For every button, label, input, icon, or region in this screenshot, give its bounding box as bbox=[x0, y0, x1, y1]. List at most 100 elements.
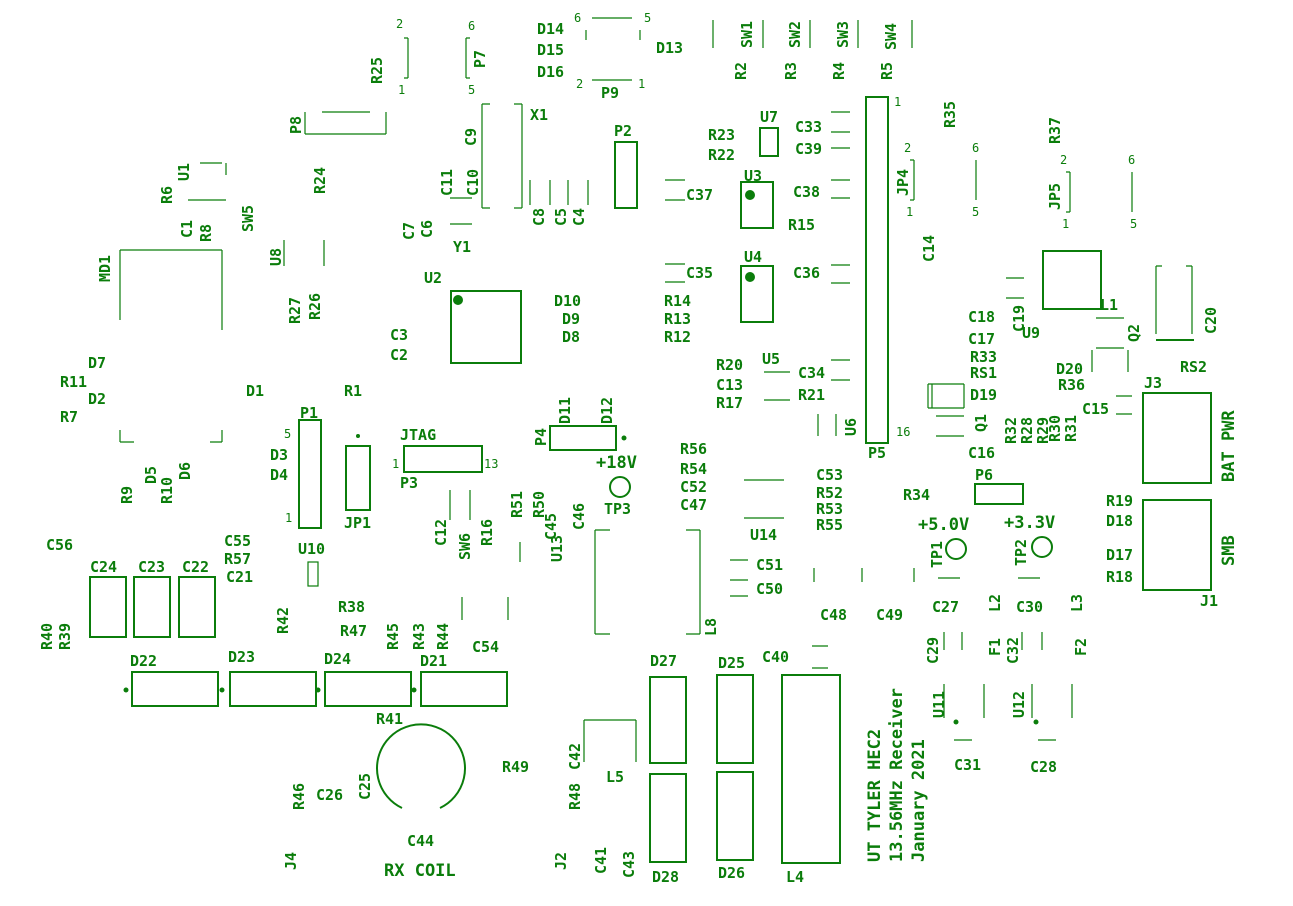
designator-c2: C2 bbox=[390, 346, 408, 364]
designator-c42: C42 bbox=[566, 743, 584, 770]
pin-number: 2 bbox=[576, 77, 583, 91]
designator-u7: U7 bbox=[760, 108, 778, 126]
designator-sw4: SW4 bbox=[882, 23, 900, 50]
designator-p3: P3 bbox=[400, 474, 418, 492]
designator-u12: U12 bbox=[1010, 691, 1028, 718]
designator-p9: P9 bbox=[601, 84, 619, 102]
designator-r14: R14 bbox=[664, 292, 691, 310]
designator-jp4: JP4 bbox=[894, 169, 912, 196]
designator-r38: R38 bbox=[338, 598, 365, 616]
designator-r9: R9 bbox=[118, 486, 136, 504]
designator-r7: R7 bbox=[60, 408, 78, 426]
designator-j3: J3 bbox=[1144, 374, 1162, 392]
designator-d6: D6 bbox=[176, 462, 194, 480]
designator-d26: D26 bbox=[718, 864, 745, 882]
designator-r57: R57 bbox=[224, 550, 251, 568]
designator-r37: R37 bbox=[1046, 117, 1064, 144]
pin-number: 1 bbox=[894, 95, 901, 109]
pin-number: 2 bbox=[396, 17, 403, 31]
designator-sw3: SW3 bbox=[834, 21, 852, 48]
designator-r4: R4 bbox=[830, 62, 848, 80]
designator-p5: P5 bbox=[868, 444, 886, 462]
designator-jp5: JP5 bbox=[1046, 183, 1064, 210]
designator-u8: U8 bbox=[267, 248, 285, 266]
designator-r48: R48 bbox=[566, 783, 584, 810]
designator-r42: R42 bbox=[274, 607, 292, 634]
designator-r12: R12 bbox=[664, 328, 691, 346]
designator-d7: D7 bbox=[88, 354, 106, 372]
designator-r8: R8 bbox=[197, 224, 215, 242]
pin-number: 1 bbox=[285, 511, 292, 525]
designator-c54: C54 bbox=[472, 638, 499, 656]
designator-c11: C11 bbox=[438, 169, 456, 196]
designator-c27: C27 bbox=[932, 598, 959, 616]
designator-u11: U11 bbox=[930, 691, 948, 718]
designator-f2: F2 bbox=[1072, 638, 1090, 656]
pin-number: 1 bbox=[1062, 217, 1069, 231]
designator-c23: C23 bbox=[138, 558, 165, 576]
designator-u14: U14 bbox=[750, 526, 777, 544]
designator-r25: R25 bbox=[368, 57, 386, 84]
designator-r34: R34 bbox=[903, 486, 930, 504]
designator-r53: R53 bbox=[816, 500, 843, 518]
designator-r10: R10 bbox=[158, 477, 176, 504]
designator-c18: C18 bbox=[968, 308, 995, 326]
designator-c1: C1 bbox=[178, 220, 196, 238]
designator-c46: C46 bbox=[570, 503, 588, 530]
designator-p4: P4 bbox=[532, 428, 550, 446]
designator-d8: D8 bbox=[562, 328, 580, 346]
pin-number: 5 bbox=[468, 83, 475, 97]
designator-c14: C14 bbox=[920, 235, 938, 262]
designator-c43: C43 bbox=[620, 851, 638, 878]
pin-number: 5 bbox=[644, 11, 651, 25]
designator-c8: C8 bbox=[530, 208, 548, 226]
designator-d28: D28 bbox=[652, 868, 679, 886]
net-label-rx-coil: RX COIL bbox=[384, 861, 456, 881]
designator-u13: U13 bbox=[548, 535, 566, 562]
designator-c28: C28 bbox=[1030, 758, 1057, 776]
net-label-v33: +3.3V bbox=[1004, 513, 1055, 533]
designator-c3: C3 bbox=[390, 326, 408, 344]
designator-r5: R5 bbox=[878, 62, 896, 80]
title-line-1: UT TYLER HEC2 bbox=[865, 729, 885, 862]
designator-d13: D13 bbox=[656, 39, 683, 57]
designator-r20: R20 bbox=[716, 356, 743, 374]
designator-u1: U1 bbox=[175, 163, 193, 181]
designator-c19: C19 bbox=[1010, 305, 1028, 332]
designator-r1: R1 bbox=[344, 382, 362, 400]
pin-number: 1 bbox=[638, 77, 645, 91]
net-label-smb: SMB bbox=[1219, 535, 1239, 566]
designator-r32: R32 bbox=[1002, 417, 1020, 444]
designator-c9: C9 bbox=[462, 128, 480, 146]
pin-number: 2 bbox=[904, 141, 911, 155]
designator-c25: C25 bbox=[356, 773, 374, 800]
designator-c45: C45 bbox=[542, 513, 560, 540]
designator-j4: J4 bbox=[282, 852, 300, 870]
designator-tp1: TP1 bbox=[928, 541, 946, 568]
designator-d12: D12 bbox=[598, 397, 616, 424]
designator-c21: C21 bbox=[226, 568, 253, 586]
designator-d15: D15 bbox=[537, 41, 564, 59]
designator-p6: P6 bbox=[975, 466, 993, 484]
designator-u10: U10 bbox=[298, 540, 325, 558]
designator-sw6: SW6 bbox=[456, 533, 474, 560]
designator-j2: J2 bbox=[552, 852, 570, 870]
designator-d27: D27 bbox=[650, 652, 677, 670]
designator-r30: R30 bbox=[1046, 415, 1064, 442]
designator-p8: P8 bbox=[287, 116, 305, 134]
designator-u4: U4 bbox=[744, 248, 762, 266]
designator-d9: D9 bbox=[562, 310, 580, 328]
pin-number: 1 bbox=[906, 205, 913, 219]
designator-f1: F1 bbox=[986, 638, 1004, 656]
designator-j1: J1 bbox=[1200, 592, 1218, 610]
designator-r51: R51 bbox=[508, 491, 526, 518]
pin-number: 5 bbox=[284, 427, 291, 441]
designator-rs2: RS2 bbox=[1180, 358, 1207, 376]
designator-c36: C36 bbox=[793, 264, 820, 282]
designator-sw2: SW2 bbox=[786, 21, 804, 48]
designator-r16: R16 bbox=[478, 519, 496, 546]
designator-u6: U6 bbox=[842, 418, 860, 436]
designator-d3: D3 bbox=[270, 446, 288, 464]
